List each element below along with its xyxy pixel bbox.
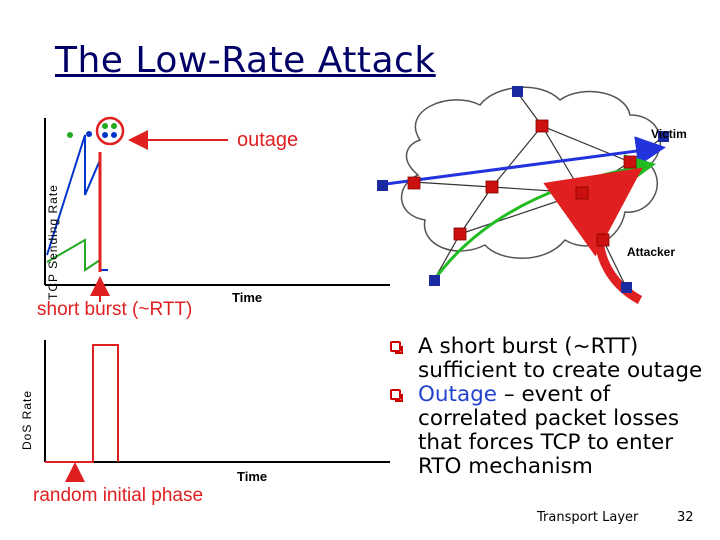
bottom-x-label: Time xyxy=(237,469,268,484)
packet-dot xyxy=(102,123,108,129)
bullet-box-icon xyxy=(390,341,403,354)
victim-label: Victim xyxy=(651,127,687,141)
top-y-label: TCP Sending Rate xyxy=(46,184,60,300)
host-node xyxy=(377,180,388,191)
phase-label: random initial phase xyxy=(33,485,204,506)
router-node xyxy=(596,233,610,247)
packet-dot xyxy=(111,123,117,129)
top-x-label: Time xyxy=(232,290,263,305)
burst-label: short burst (~RTT) xyxy=(37,299,193,320)
page-number: 32 xyxy=(677,510,694,525)
router-nodes xyxy=(407,119,637,247)
bullet-box-icon xyxy=(390,389,403,402)
host-node xyxy=(512,86,523,97)
bullet-list: A short burst (~RTT) sufficient to creat… xyxy=(390,335,715,479)
attacker-label: Attacker xyxy=(627,245,676,259)
outage-label: outage xyxy=(237,129,299,151)
router-node xyxy=(575,186,589,200)
outage-circle xyxy=(95,116,125,146)
host-node xyxy=(658,131,669,142)
host-node xyxy=(429,275,440,286)
packet-dot xyxy=(86,131,92,137)
packet-dot xyxy=(111,132,117,138)
victim-flow-arrow xyxy=(377,136,666,187)
router-node xyxy=(485,180,499,194)
dos-pulse xyxy=(45,344,119,463)
bullet-text: A short burst (~RTT) sufficient to creat… xyxy=(418,334,703,383)
network-cloud xyxy=(400,86,661,259)
router-node xyxy=(453,227,467,241)
host-node xyxy=(621,282,632,293)
bullet-keyword: Outage xyxy=(418,382,498,407)
packet-dot xyxy=(102,132,108,138)
router-node xyxy=(535,119,549,133)
bullet-item: A short burst (~RTT) sufficient to creat… xyxy=(390,335,715,383)
bullet-item: Outage – event of correlated packet loss… xyxy=(390,383,715,479)
packet-dot xyxy=(67,132,73,138)
bullet-text: – event of correlated packet losses that… xyxy=(418,382,680,479)
router-node xyxy=(407,176,421,190)
host-nodes xyxy=(377,86,669,293)
router-node xyxy=(623,155,637,169)
bottom-y-label: DoS Rate xyxy=(20,389,34,450)
slide-title: The Low-Rate Attack xyxy=(55,40,436,81)
footer-text: Transport Layer xyxy=(537,510,639,525)
